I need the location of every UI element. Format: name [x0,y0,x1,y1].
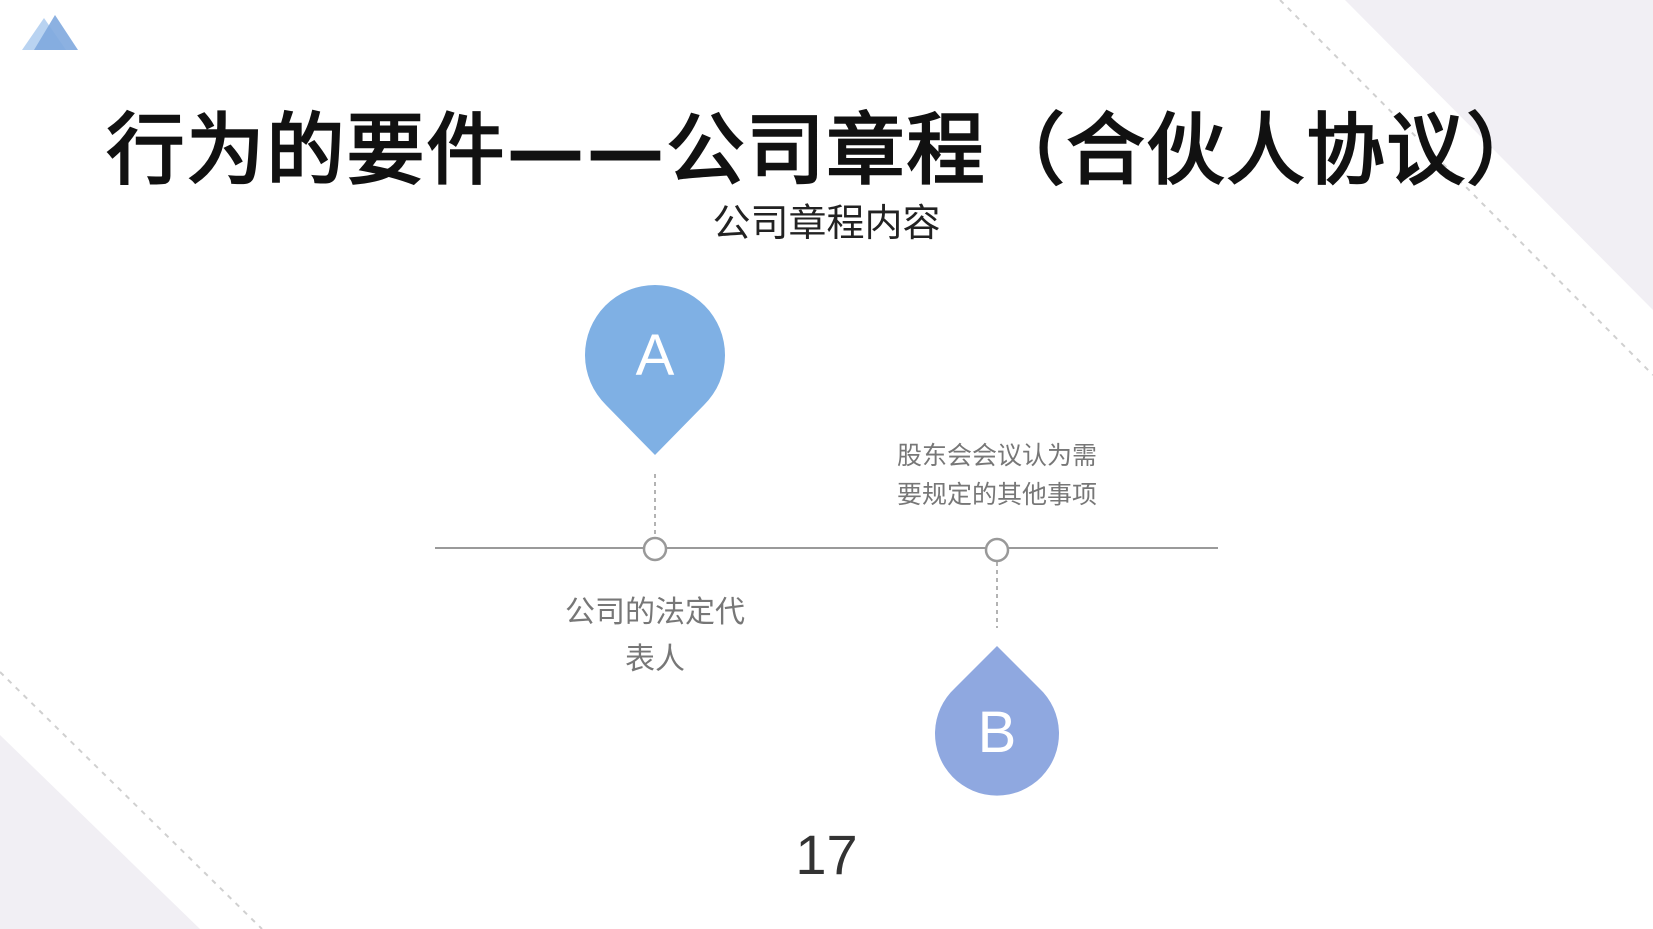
timeline-node-a [642,536,668,562]
caption-b: 股东会会议认为需 要规定的其他事项 [862,437,1132,515]
timeline-node-b [984,537,1010,563]
caption-a: 公司的法定代 表人 [525,590,785,683]
caption-b-line: 股东会会议认为需 [896,441,1097,470]
caption-a-line: 公司的法定代 [565,595,745,630]
corner-shape-top-right [1345,0,1653,310]
pin-b-letter: B [977,700,1017,765]
corner-shape-bottom-left [0,735,200,929]
pin-b-marker [934,646,1059,796]
page-number: 17 [795,823,858,886]
caption-a-line: 表人 [625,641,685,677]
logo-icon [22,15,78,50]
page-subtitle: 公司章程内容 [712,201,941,245]
pin-a-marker [585,285,725,455]
corner-dashed-line-top-right [1279,0,1653,376]
pin-a-letter: A [635,323,675,388]
page-title: 行为的要件——公司章程（合伙人协议） [106,106,1547,196]
caption-b-line: 要规定的其他事项 [896,479,1097,509]
